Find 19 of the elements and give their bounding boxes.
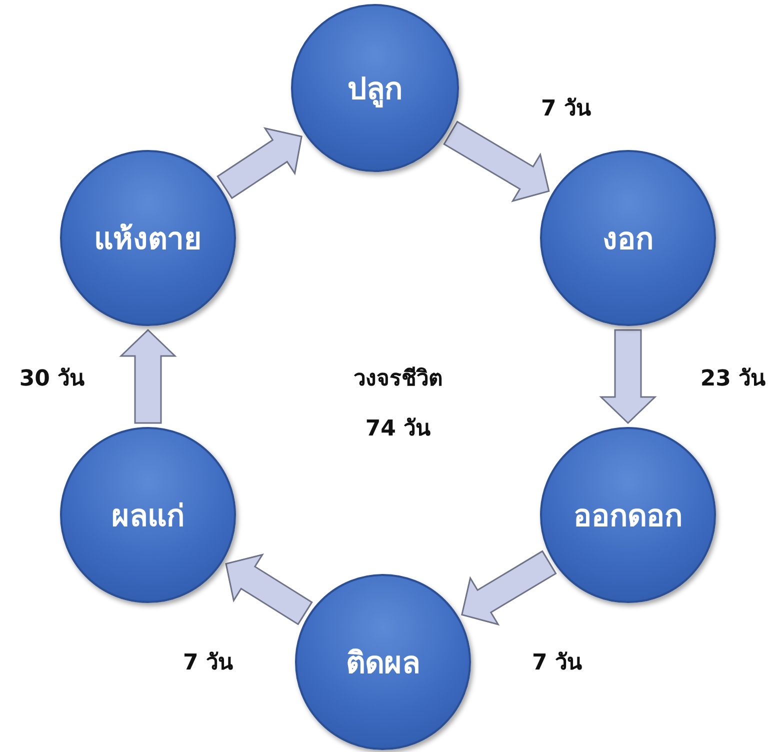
stage-label: ออกดอก [574, 498, 682, 536]
edge-label: 7 วัน [541, 96, 591, 124]
block-arrow [225, 554, 313, 626]
center-text: วงจรชีวิต [354, 366, 442, 394]
block-arrow [599, 329, 657, 424]
edge-label: 23 วัน [700, 366, 766, 394]
block-arrow [461, 550, 557, 626]
block-arrow [443, 120, 550, 202]
stage-label: ติดผล [346, 644, 420, 682]
stage-label: ปลูก [348, 70, 402, 110]
block-arrow [216, 127, 302, 200]
stage-label: แห้งตาย [94, 220, 202, 258]
edge-label: 7 วัน [183, 650, 233, 678]
edge-label: 7 วัน [532, 650, 582, 678]
stage-label: ผลแก่ [112, 498, 184, 536]
block-arrow [119, 328, 177, 424]
edge-label: 30 วัน [19, 366, 85, 394]
stage-label: งอก [602, 220, 654, 258]
center-text: 74 วัน [365, 416, 431, 444]
